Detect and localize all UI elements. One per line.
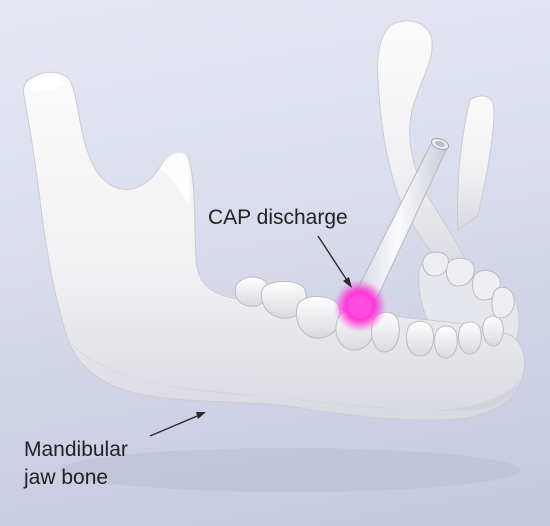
ground-shadow (60, 448, 520, 492)
far-molar-1 (422, 251, 449, 277)
jaw-bone-label-line1: Mandibular (24, 438, 128, 461)
teeth-row (234, 251, 515, 359)
left-coronoid (160, 152, 190, 205)
plasma-core (348, 294, 372, 318)
incisor-1 (433, 325, 458, 359)
jaw-arrow (149, 412, 206, 437)
cap-arrow (317, 235, 352, 288)
canine (406, 320, 434, 357)
far-molar-2 (445, 257, 475, 287)
right-coronoid (457, 95, 495, 231)
far-premolar (491, 286, 515, 319)
tube-bore (435, 141, 445, 147)
cap-tube (355, 137, 450, 301)
cap-discharge-label: CAP discharge (208, 206, 348, 229)
left-condyle (30, 76, 66, 92)
right-ramus (377, 20, 471, 277)
incisor-3 (482, 315, 504, 347)
incisor-2 (457, 321, 482, 355)
jaw-bone-label-line2: jaw bone (24, 466, 109, 489)
molar-3 (296, 296, 341, 339)
